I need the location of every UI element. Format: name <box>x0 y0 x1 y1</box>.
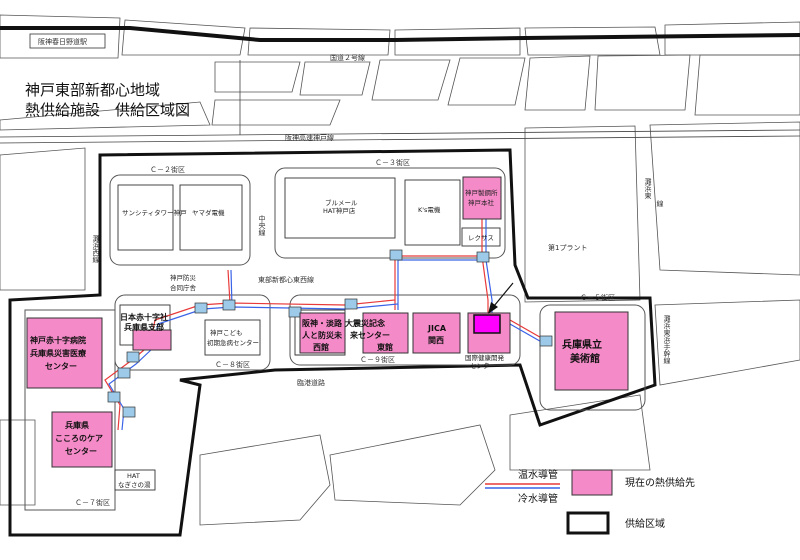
hospital-label-1: 神戸赤十字病院 <box>30 335 86 345</box>
nada-higashi-label-2: 線 <box>656 199 664 207</box>
disaster-east-label-1: 大震災記念 <box>345 318 385 328</box>
lexus-label: レクサス <box>468 234 494 242</box>
sun-city-label: サンシティタワー神戸 <box>122 208 187 217</box>
jica-label-1: JICA <box>427 324 447 333</box>
kodomo-label-1: 神戸こども <box>210 328 243 337</box>
building-outlines <box>114 177 501 491</box>
block-c8: Ｃ－８街区 <box>215 360 250 369</box>
legend-supply-swatch <box>571 469 613 496</box>
hat-label: HAT <box>127 472 140 480</box>
disaster-east-label-2: 来センター <box>349 330 390 340</box>
plant-label: 第1プラント <box>548 243 587 252</box>
yamada-label: ヤマダ電機 <box>192 208 225 217</box>
ks-label: K's電機 <box>418 205 441 214</box>
central-label: 中央線 <box>258 214 266 236</box>
hospital-building <box>26 317 103 389</box>
valve-boxes <box>107 249 553 418</box>
railway <box>0 26 800 42</box>
block-outlines <box>24 167 646 511</box>
museum-label-2: 美術館 <box>570 352 600 365</box>
block-c3: Ｃ－３街区 <box>375 158 410 167</box>
station-label: 阪神春日野道駅 <box>38 37 87 46</box>
block-c5: Ｃ－５街区 <box>580 293 615 302</box>
hospital-label-2: 兵庫県災害医療 <box>30 348 87 358</box>
rinko-label: 臨港道路 <box>297 378 325 387</box>
red-cross-label-1: 日本赤十字社 <box>120 312 168 322</box>
kodomo-label-2: 初期急病センター <box>207 338 259 347</box>
disaster-west-label-2: 人と防災未 <box>302 330 342 340</box>
map-title-line1: 神戸東部新都心地域 <box>25 81 160 99</box>
jica-label-2: 関西 <box>428 335 444 345</box>
hospital-label-3: センター <box>45 361 77 371</box>
red-cross-building <box>132 329 172 351</box>
route2-label: 国道２号線 <box>330 53 365 62</box>
red-cross-label-2: 兵庫県支部 <box>124 322 164 332</box>
museum-label-1: 兵庫県立 <box>562 338 602 351</box>
bloomel-label-2: HAT神戸店 <box>323 206 356 215</box>
nada-higashi-label-1: 灘浜東 <box>644 177 652 200</box>
supply-area-boundary <box>8 148 657 537</box>
disaster-west-label-3: 西館 <box>313 342 329 352</box>
block-c2: Ｃ－２街区 <box>150 165 185 174</box>
kokoro-label-2: こころのケア <box>55 434 103 443</box>
nadahama-label: 灘浜東浜手幹線 <box>663 314 671 364</box>
legend-supply-label: 現在の熱供給先 <box>625 476 695 489</box>
kokoro-building <box>51 411 113 468</box>
expressway-label: 阪神高速神戸線 <box>285 133 334 142</box>
legend-cold-label: 冷水導管 <box>518 492 558 505</box>
kobe-steel-label-1: 神戸製鋼所 <box>465 188 498 197</box>
disaster-west-label-1: 阪神・淡路 <box>302 318 343 328</box>
legend-hot-label: 温水導管 <box>518 468 558 481</box>
museum-building <box>554 311 629 391</box>
kokoro-label-1: 兵庫県 <box>65 420 89 430</box>
legend: 温水導管 冷水導管 現在の熱供給先 供給区域 <box>485 468 695 535</box>
kobe-bousai-label-2: 合同庁舎 <box>170 283 197 292</box>
expressway-lines <box>0 60 800 144</box>
bloomel-label: ブルメール <box>325 198 358 207</box>
nada-west-label: 灘浜西線 <box>92 234 100 263</box>
station-label-box <box>29 33 106 49</box>
hat-label-2: なぎさの湯 <box>118 480 151 489</box>
block-c7: Ｃ－７街区 <box>75 498 110 507</box>
jica-building <box>412 312 461 354</box>
disaster-east-label-3: 東館 <box>377 342 393 352</box>
kobe-bousai-label-1: 神戸防災 <box>170 273 197 282</box>
street-grid <box>0 14 800 526</box>
kokusai-label-2: センター <box>470 361 496 370</box>
heat-plant <box>473 314 501 334</box>
kokoro-label-3: センター <box>65 446 97 456</box>
east-west-label: 東部新都心東西線 <box>258 275 314 284</box>
disaster-west-building <box>299 312 346 354</box>
plant-pointer-arrowhead <box>488 302 498 314</box>
legend-area-label: 供給区域 <box>625 517 665 530</box>
supplied-buildings <box>26 176 629 468</box>
disaster-east-building <box>362 312 409 354</box>
kobe-steel-label-2: 神戸本社 <box>468 198 495 207</box>
block-c9: Ｃ－９街区 <box>360 355 395 364</box>
legend-area-swatch <box>566 511 610 535</box>
map-title-line2: 熱供給施設 供給区域図 <box>25 101 190 119</box>
kokusai-label-1: 国際健康開発 <box>465 353 505 362</box>
kobe-steel-building <box>462 176 502 220</box>
plant-pointer-arrow <box>493 282 514 307</box>
